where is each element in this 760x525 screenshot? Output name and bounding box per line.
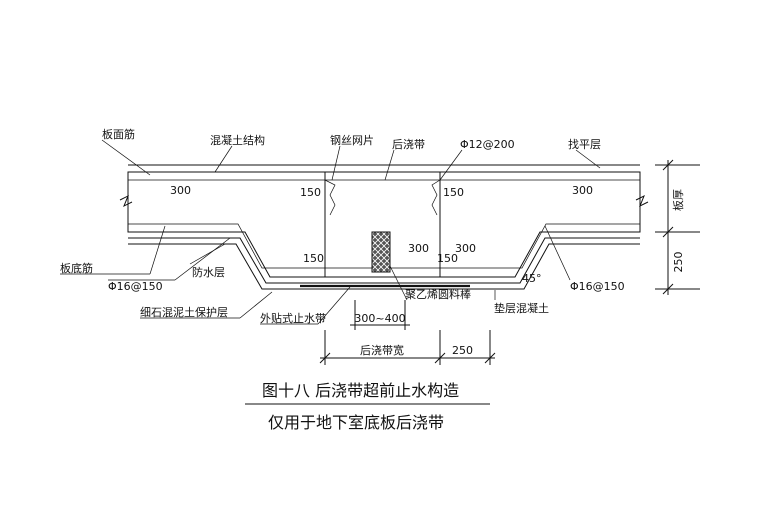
- label-wire-mesh: 钢丝网片: [330, 134, 374, 147]
- label-polyethylene-rod: 聚乙烯圆料棒: [405, 287, 471, 301]
- label-post-pour-strip: 后浇带: [392, 138, 425, 151]
- dim-150-center: 150: [437, 252, 458, 265]
- figure-title: 图十八 后浇带超前止水构造 仅用于地下室底板后浇带: [245, 381, 490, 432]
- polyethylene-rod: [371, 231, 391, 273]
- label-bottom-rebar: 板底筋: [60, 261, 93, 275]
- label-external-waterstop: 外贴式止水带: [260, 311, 326, 325]
- label-leveling-layer: 找平层: [568, 137, 601, 151]
- label-rebar-left-spec: Φ16@150: [108, 280, 163, 293]
- break-mark-right: [635, 194, 649, 208]
- dim-300-center-right: 300: [455, 242, 476, 255]
- label-waterproof-layer: 防水层: [192, 265, 225, 279]
- component-labels: 板面筋 混凝土结构 钢丝网片 后浇带 Φ12@200 找平层 板底筋 Φ16@1…: [60, 127, 625, 325]
- dim-250-bottom: 250: [452, 344, 473, 357]
- dim-strip-width: 后浇带宽: [360, 343, 404, 357]
- label-concrete-structure: 混凝土结构: [210, 133, 265, 147]
- dim-width-range: 300~400: [354, 312, 405, 325]
- label-top-rebar: 板面筋: [102, 127, 135, 141]
- thickness-dimension: 板厚 250: [655, 159, 700, 295]
- break-mark-left: [119, 194, 133, 208]
- section-dimension-texts: 300 150 150 150 300 300 150 300 45°: [170, 184, 593, 285]
- dim-150-right-top: 150: [443, 186, 464, 199]
- title-line2: 仅用于地下室底板后浇带: [268, 413, 444, 432]
- dim-300-center-left: 300: [408, 242, 429, 255]
- dim-150-left-top: 150: [300, 186, 321, 199]
- label-rebar-right-spec: Φ16@150: [570, 280, 625, 293]
- title-line1: 图十八 后浇带超前止水构造: [262, 381, 459, 400]
- label-rebar-top-spec: Φ12@200: [460, 138, 515, 151]
- dim-250-side: 250: [672, 252, 685, 273]
- wire-mesh-right: [431, 179, 441, 216]
- dim-300-right: 300: [572, 184, 593, 197]
- dim-300-left: 300: [170, 184, 191, 197]
- label-protective-layer: 细石混泥土保护层: [140, 305, 228, 319]
- slab-section: [119, 164, 649, 290]
- dim-150-left-bottom: 150: [303, 252, 324, 265]
- bottom-rebar-line: [128, 223, 640, 269]
- slab-thickness-label: 板厚: [671, 189, 685, 211]
- waterproof-line-2: [128, 243, 640, 290]
- leader-lines: [60, 139, 601, 325]
- wire-mesh-left: [324, 179, 336, 216]
- concrete-slab: [127, 171, 641, 278]
- bottom-dimensions: 300~400 后浇带宽 250: [319, 300, 496, 365]
- label-cushion-concrete: 垫层混凝土: [494, 301, 549, 315]
- waterproof-line-1: [128, 237, 640, 284]
- dim-angle: 45°: [522, 272, 542, 285]
